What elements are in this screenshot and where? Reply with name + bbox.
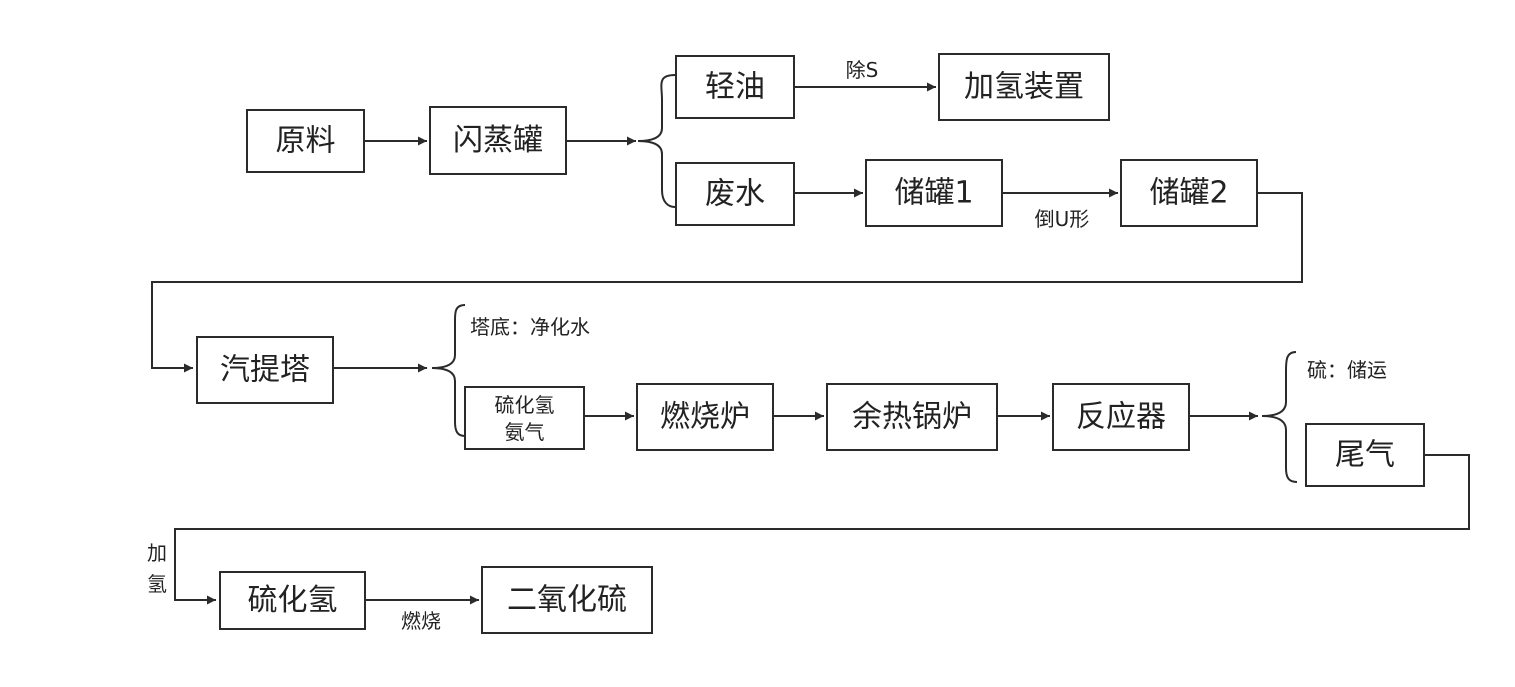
node-stripper-label: 汽提塔 [220,353,310,388]
node-raw-material: 原料 [246,109,365,173]
split-brace-2 [431,304,466,437]
node-light-oil: 轻油 [675,55,795,119]
node-waste-heat-boiler: 余热锅炉 [826,383,998,451]
node-furnace: 燃烧炉 [636,383,774,451]
split-brace-3 [1261,351,1298,483]
edge-tank2-to-stripper [151,192,1303,373]
node-flash-tank: 闪蒸罐 [429,106,567,175]
node-hydro-unit-label: 加氢装置 [964,70,1084,105]
node-h2s-ammonia-line1: 硫化氢 [495,393,555,417]
node-waste-water: 废水 [675,162,795,226]
node-tank2: 储罐2 [1120,159,1258,227]
node-tank2-label: 储罐2 [1149,176,1228,211]
label-remove-s: 除S [846,58,879,82]
node-hydrogen-sulfide: 硫化氢 [219,571,366,630]
node-waste-heat-boiler-label: 余热锅炉 [852,400,972,435]
node-tank1-label: 储罐1 [894,176,973,211]
node-sulfur-dioxide-label: 二氧化硫 [507,583,627,618]
label-sulfur-storage: 硫：储运 [1307,358,1387,382]
split-brace-1 [637,74,676,208]
label-hydrogenation-1: 加 [147,541,167,565]
node-light-oil-label: 轻油 [705,70,765,105]
label-burning: 燃烧 [401,609,441,633]
label-inverted-u: 倒U形 [1035,207,1090,231]
node-raw-material-label: 原料 [276,124,336,159]
node-h2s-ammonia-line2: 氨气 [505,420,545,444]
node-flash-tank-label: 闪蒸罐 [453,123,543,158]
label-hydrogenation-2: 氢 [147,572,167,596]
label-tower-bottom: 塔底：净化水 [470,315,590,339]
node-stripper: 汽提塔 [196,336,334,404]
node-reactor: 反应器 [1052,383,1190,451]
node-waste-water-label: 废水 [705,177,765,212]
node-furnace-label: 燃烧炉 [660,400,750,435]
node-sulfur-dioxide: 二氧化硫 [481,566,653,634]
node-tank1: 储罐1 [865,159,1003,227]
node-tail-gas: 尾气 [1305,423,1425,487]
node-tail-gas-label: 尾气 [1335,438,1395,473]
node-h2s-ammonia: 硫化氢 氨气 [464,386,585,450]
node-hydro-unit: 加氢装置 [938,53,1110,121]
node-reactor-label: 反应器 [1076,400,1166,435]
node-hydrogen-sulfide-label: 硫化氢 [248,583,338,618]
edge-tailgas-to-h2s [174,454,1470,605]
